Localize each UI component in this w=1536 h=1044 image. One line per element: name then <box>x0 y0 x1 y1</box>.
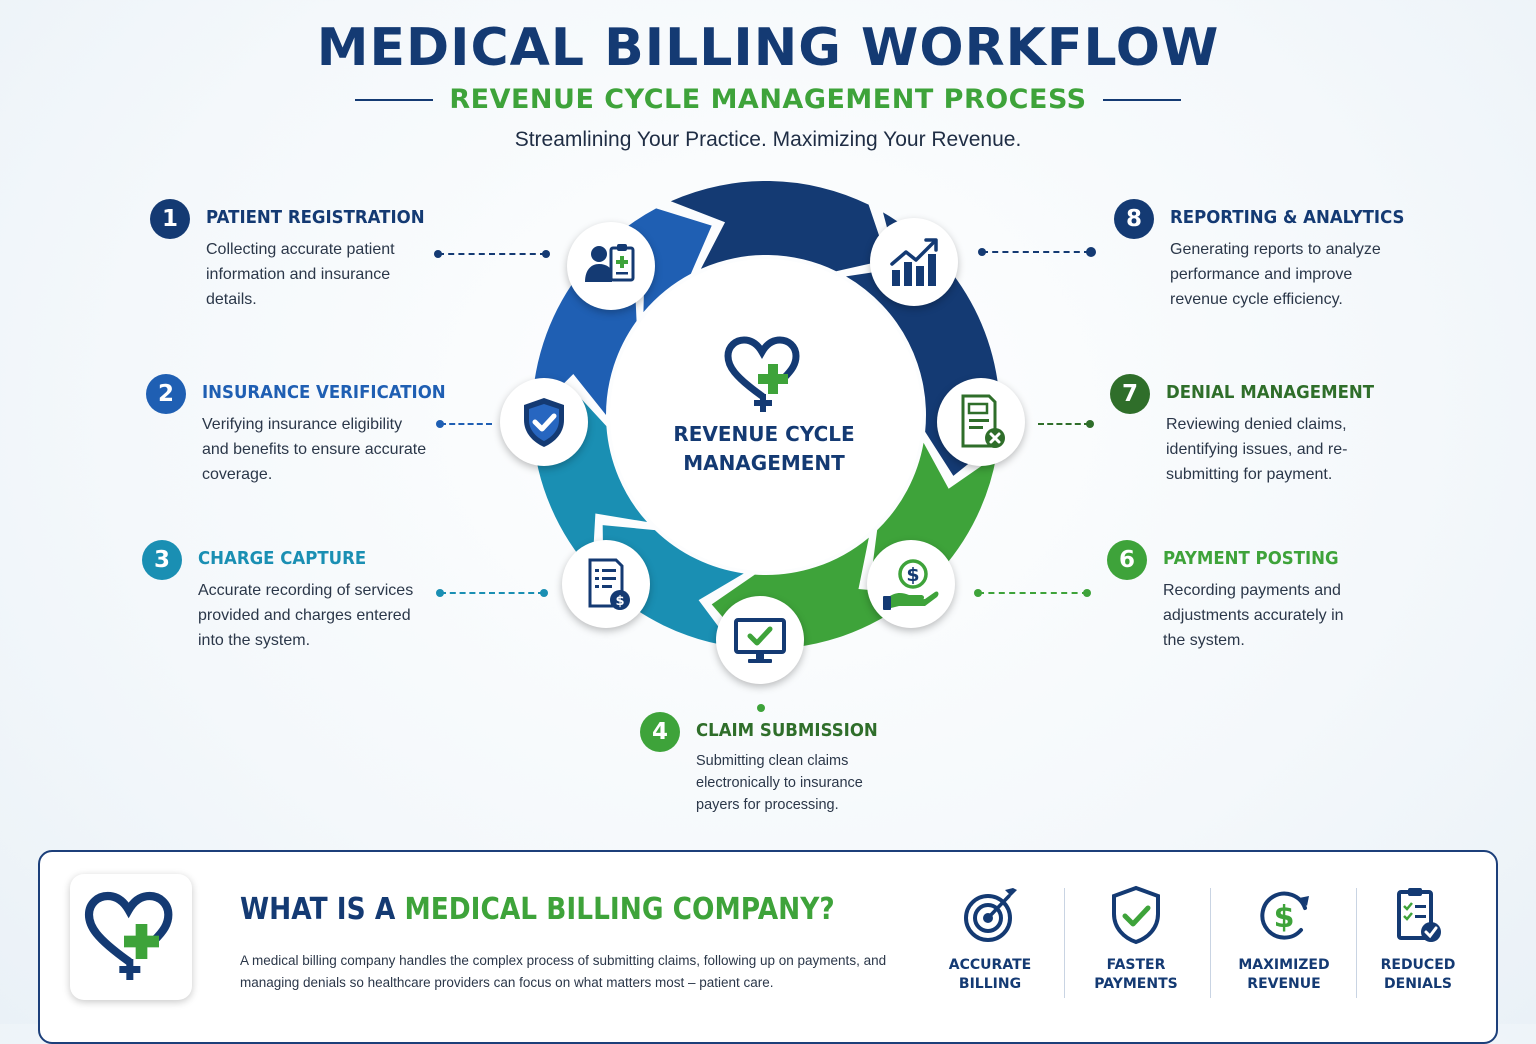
step-1-connector-dot <box>434 250 442 258</box>
step-2-number: 2 <box>146 374 186 414</box>
step-6-number: 6 <box>1107 540 1147 580</box>
benefit-3-line1: MAXIMIZED <box>1238 957 1330 973</box>
svg-text:$: $ <box>615 594 624 609</box>
step-8-number: 8 <box>1114 199 1154 239</box>
step-7-number: 7 <box>1110 374 1150 414</box>
benefit-4-line1: REDUCED <box>1380 957 1456 973</box>
subtitle-row: REVENUE CYCLE MANAGEMENT PROCESS <box>0 84 1536 115</box>
checklist-icon <box>1397 888 1441 942</box>
benefit-divider <box>1210 888 1211 998</box>
info-heading: WHAT IS A MEDICAL BILLING COMPANY? <box>240 892 835 927</box>
benefit-3-line2: REVENUE <box>1247 976 1321 992</box>
info-heading-part1: WHAT IS A <box>240 892 405 927</box>
page-title: MEDICAL BILLING WORKFLOW <box>316 18 1220 78</box>
benefit-2-line2: PAYMENTS <box>1094 976 1178 992</box>
step-1-title: PATIENT REGISTRATION <box>206 207 425 228</box>
info-logo-tile <box>70 874 192 1000</box>
step-2-title: INSURANCE VERIFICATION <box>202 382 446 403</box>
benefit-accurate-billing: ACCURATE BILLING <box>920 884 1060 994</box>
benefit-accurate-billing-label: ACCURATE BILLING <box>920 956 1060 994</box>
step-8-icon-circle <box>870 218 958 306</box>
monitor-check-icon <box>734 618 786 663</box>
step-4-number: 4 <box>640 712 680 752</box>
step-2-connector-dot <box>436 420 444 428</box>
step-8-description: Generating reports to analyze performanc… <box>1170 241 1381 308</box>
info-panel: WHAT IS A MEDICAL BILLING COMPANY? A med… <box>38 850 1498 1044</box>
step-6-icon-circle: $ <box>867 540 955 628</box>
target-icon <box>964 888 1017 942</box>
heart-cross-logo-icon <box>84 891 173 980</box>
step-3-description: Accurate recording of services provided … <box>198 582 414 649</box>
subtitle-rule-left <box>355 98 434 101</box>
step-2-connector <box>440 423 492 425</box>
benefit-reduced-denials-label: REDUCED DENIALS <box>1348 956 1488 994</box>
center-label-line1: REVENUE CYCLE <box>673 422 855 446</box>
benefit-maximized-revenue: $ MAXIMIZED REVENUE <box>1214 884 1354 994</box>
page-subtitle: REVENUE CYCLE MANAGEMENT PROCESS <box>449 84 1087 115</box>
center-label-line2: MANAGEMENT <box>683 451 845 475</box>
benefit-4-line2: DENIALS <box>1384 976 1452 992</box>
step-6-connector <box>978 592 1088 594</box>
ring-segment-1 <box>670 181 888 272</box>
step-6-title: PAYMENT POSTING <box>1163 548 1339 569</box>
center-label: REVENUE CYCLE MANAGEMENT <box>664 420 864 478</box>
step-1-icon-circle <box>567 222 655 310</box>
step-7-description: Reviewing denied claims, identifying iss… <box>1166 416 1348 483</box>
step-6-description: Recording payments and adjustments accur… <box>1163 582 1344 649</box>
ring-center-disc <box>610 259 922 571</box>
bar-chart-up-icon <box>890 238 938 286</box>
step-7-icon-circle <box>937 378 1025 466</box>
benefit-2-line1: FASTER <box>1106 957 1166 973</box>
step-4-connector-dot <box>757 704 765 712</box>
svg-text:$: $ <box>906 564 919 586</box>
step-8-connector <box>982 251 1090 253</box>
step-1-description: Collecting accurate patient information … <box>206 241 395 308</box>
shield-check-icon <box>524 398 564 447</box>
step-3-connector-dot-end <box>540 589 548 597</box>
info-text: A medical billing company handles the co… <box>240 953 887 990</box>
step-4-icon-circle <box>716 596 804 684</box>
benefit-faster-payments: FASTER PAYMENTS <box>1066 884 1206 994</box>
step-8-connector-dot <box>978 248 986 256</box>
hand-dollar-icon: $ <box>883 559 939 610</box>
step-6-connector-dot-end <box>1083 589 1091 597</box>
step-4-description: Submitting clean claims electronically t… <box>696 753 863 813</box>
step-3-title: CHARGE CAPTURE <box>198 548 367 569</box>
patient-clipboard-icon <box>585 244 635 282</box>
benefit-1-line2: BILLING <box>958 976 1022 992</box>
heart-cross-logo-icon <box>724 336 800 412</box>
benefit-reduced-denials: REDUCED DENIALS <box>1348 884 1488 994</box>
info-heading-part2: MEDICAL BILLING COMPANY? <box>404 892 835 927</box>
step-3-number: 3 <box>142 540 182 580</box>
shield-check-icon <box>1112 885 1160 945</box>
step-1-connector-dot-end <box>542 250 550 258</box>
benefit-maximized-revenue-label: MAXIMIZED REVENUE <box>1214 956 1354 994</box>
step-1-number: 1 <box>150 199 190 239</box>
step-6-connector-dot <box>974 589 982 597</box>
step-4-title: CLAIM SUBMISSION <box>696 720 878 741</box>
tagline: Streamlining Your Practice. Maximizing Y… <box>514 128 1022 151</box>
step-3-connector-dot <box>436 589 444 597</box>
step-8-title: REPORTING & ANALYTICS <box>1170 207 1405 228</box>
benefit-1-line1: ACCURATE <box>948 957 1032 973</box>
benefit-divider <box>1064 888 1065 998</box>
step-1-connector <box>438 253 546 255</box>
document-x-icon <box>961 394 1005 448</box>
step-2-description: Verifying insurance eligibility and bene… <box>202 416 427 483</box>
step-7-connector <box>1038 423 1090 425</box>
benefit-faster-payments-label: FASTER PAYMENTS <box>1066 956 1206 994</box>
step-3-icon-circle: $ <box>562 540 650 628</box>
dollar-cycle-icon: $ <box>1260 891 1309 940</box>
step-3-connector <box>440 592 544 594</box>
svg-text:$: $ <box>1274 900 1295 935</box>
step-7-connector-dot <box>1086 420 1094 428</box>
step-2-icon-circle <box>500 378 588 466</box>
subtitle-rule-right <box>1102 98 1181 101</box>
step-8-connector-dot-end <box>1086 247 1096 257</box>
invoice-dollar-icon: $ <box>588 558 630 610</box>
step-7-title: DENIAL MANAGEMENT <box>1166 382 1375 403</box>
benefit-divider <box>1356 888 1357 998</box>
